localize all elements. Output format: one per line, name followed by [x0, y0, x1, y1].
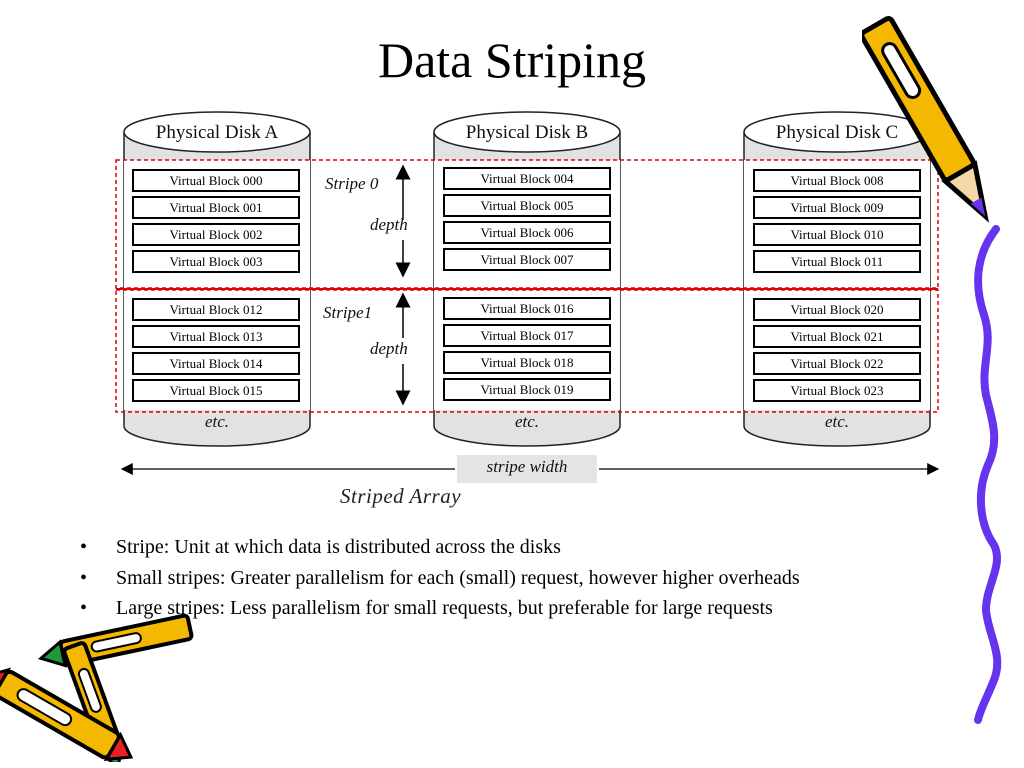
virtual-block: Virtual Block 021: [753, 325, 921, 348]
bullet-text: Large stripes: Less parallelism for smal…: [116, 597, 773, 619]
virtual-block: Virtual Block 001: [132, 196, 300, 219]
virtual-block: Virtual Block 010: [753, 223, 921, 246]
virtual-block: Virtual Block 003: [132, 250, 300, 273]
stripe-1-outline: [115, 289, 939, 413]
bullet-item: • Small stripes: Greater parallelism for …: [80, 563, 980, 594]
virtual-block: Virtual Block 012: [132, 298, 300, 321]
bullet-dot: •: [80, 597, 88, 619]
virtual-block: Virtual Block 005: [443, 194, 611, 217]
virtual-block: Virtual Block 020: [753, 298, 921, 321]
bullet-dot: •: [80, 536, 88, 558]
disk-b-etc: etc.: [514, 412, 540, 431]
virtual-block: Virtual Block 018: [443, 351, 611, 374]
stripe-1-depth-label: depth: [370, 339, 408, 358]
striped-array-label: Striped Array: [340, 484, 462, 508]
bullet-dot: •: [80, 566, 88, 589]
stripe-width-label: stripe width: [457, 455, 597, 483]
pencil-icon: [0, 613, 194, 762]
bullet-text: Stripe: Unit at which data is distribute…: [116, 536, 561, 558]
striping-diagram: Physical Disk A Physical Disk B Physical…: [110, 108, 950, 513]
disk-a-etc: etc.: [204, 412, 230, 431]
virtual-block: Virtual Block 006: [443, 221, 611, 244]
virtual-block: Virtual Block 011: [753, 250, 921, 273]
disk-c-etc: etc.: [824, 412, 850, 431]
virtual-block: Virtual Block 015: [132, 379, 300, 402]
virtual-block: Virtual Block 002: [132, 223, 300, 246]
stripe-1-label: Stripe1: [323, 303, 373, 322]
slide-title: Data Striping: [377, 32, 647, 88]
virtual-block: Virtual Block 014: [132, 352, 300, 375]
virtual-block: Virtual Block 017: [443, 324, 611, 347]
bullet-item: • Stripe: Unit at which data is distribut…: [80, 532, 980, 563]
disk-a-label: Physical Disk A: [155, 122, 279, 143]
virtual-block: Virtual Block 004: [443, 167, 611, 190]
virtual-block: Virtual Block 008: [753, 169, 921, 192]
squiggle-border-icon: [974, 225, 1002, 724]
stripe-0-label: Stripe 0: [325, 174, 379, 193]
disk-b-label: Physical Disk B: [465, 122, 589, 143]
virtual-block: Virtual Block 013: [132, 325, 300, 348]
pencil-icon: [862, 15, 990, 223]
disk-c-label: Physical Disk C: [775, 122, 899, 143]
virtual-block: Virtual Block 009: [753, 196, 921, 219]
bullet-text: Small stripes: Greater parallelism for e…: [116, 566, 800, 589]
bullet-list: • Stripe: Unit at which data is distribut…: [80, 532, 980, 624]
virtual-block: Virtual Block 022: [753, 352, 921, 375]
virtual-block: Virtual Block 019: [443, 378, 611, 401]
virtual-block: Virtual Block 016: [443, 297, 611, 320]
virtual-block: Virtual Block 023: [753, 379, 921, 402]
virtual-block: Virtual Block 000: [132, 169, 300, 192]
virtual-block: Virtual Block 007: [443, 248, 611, 271]
bullet-item: • Large stripes: Less parallelism for sma…: [80, 593, 980, 624]
stripe-0-depth-label: depth: [370, 215, 408, 234]
